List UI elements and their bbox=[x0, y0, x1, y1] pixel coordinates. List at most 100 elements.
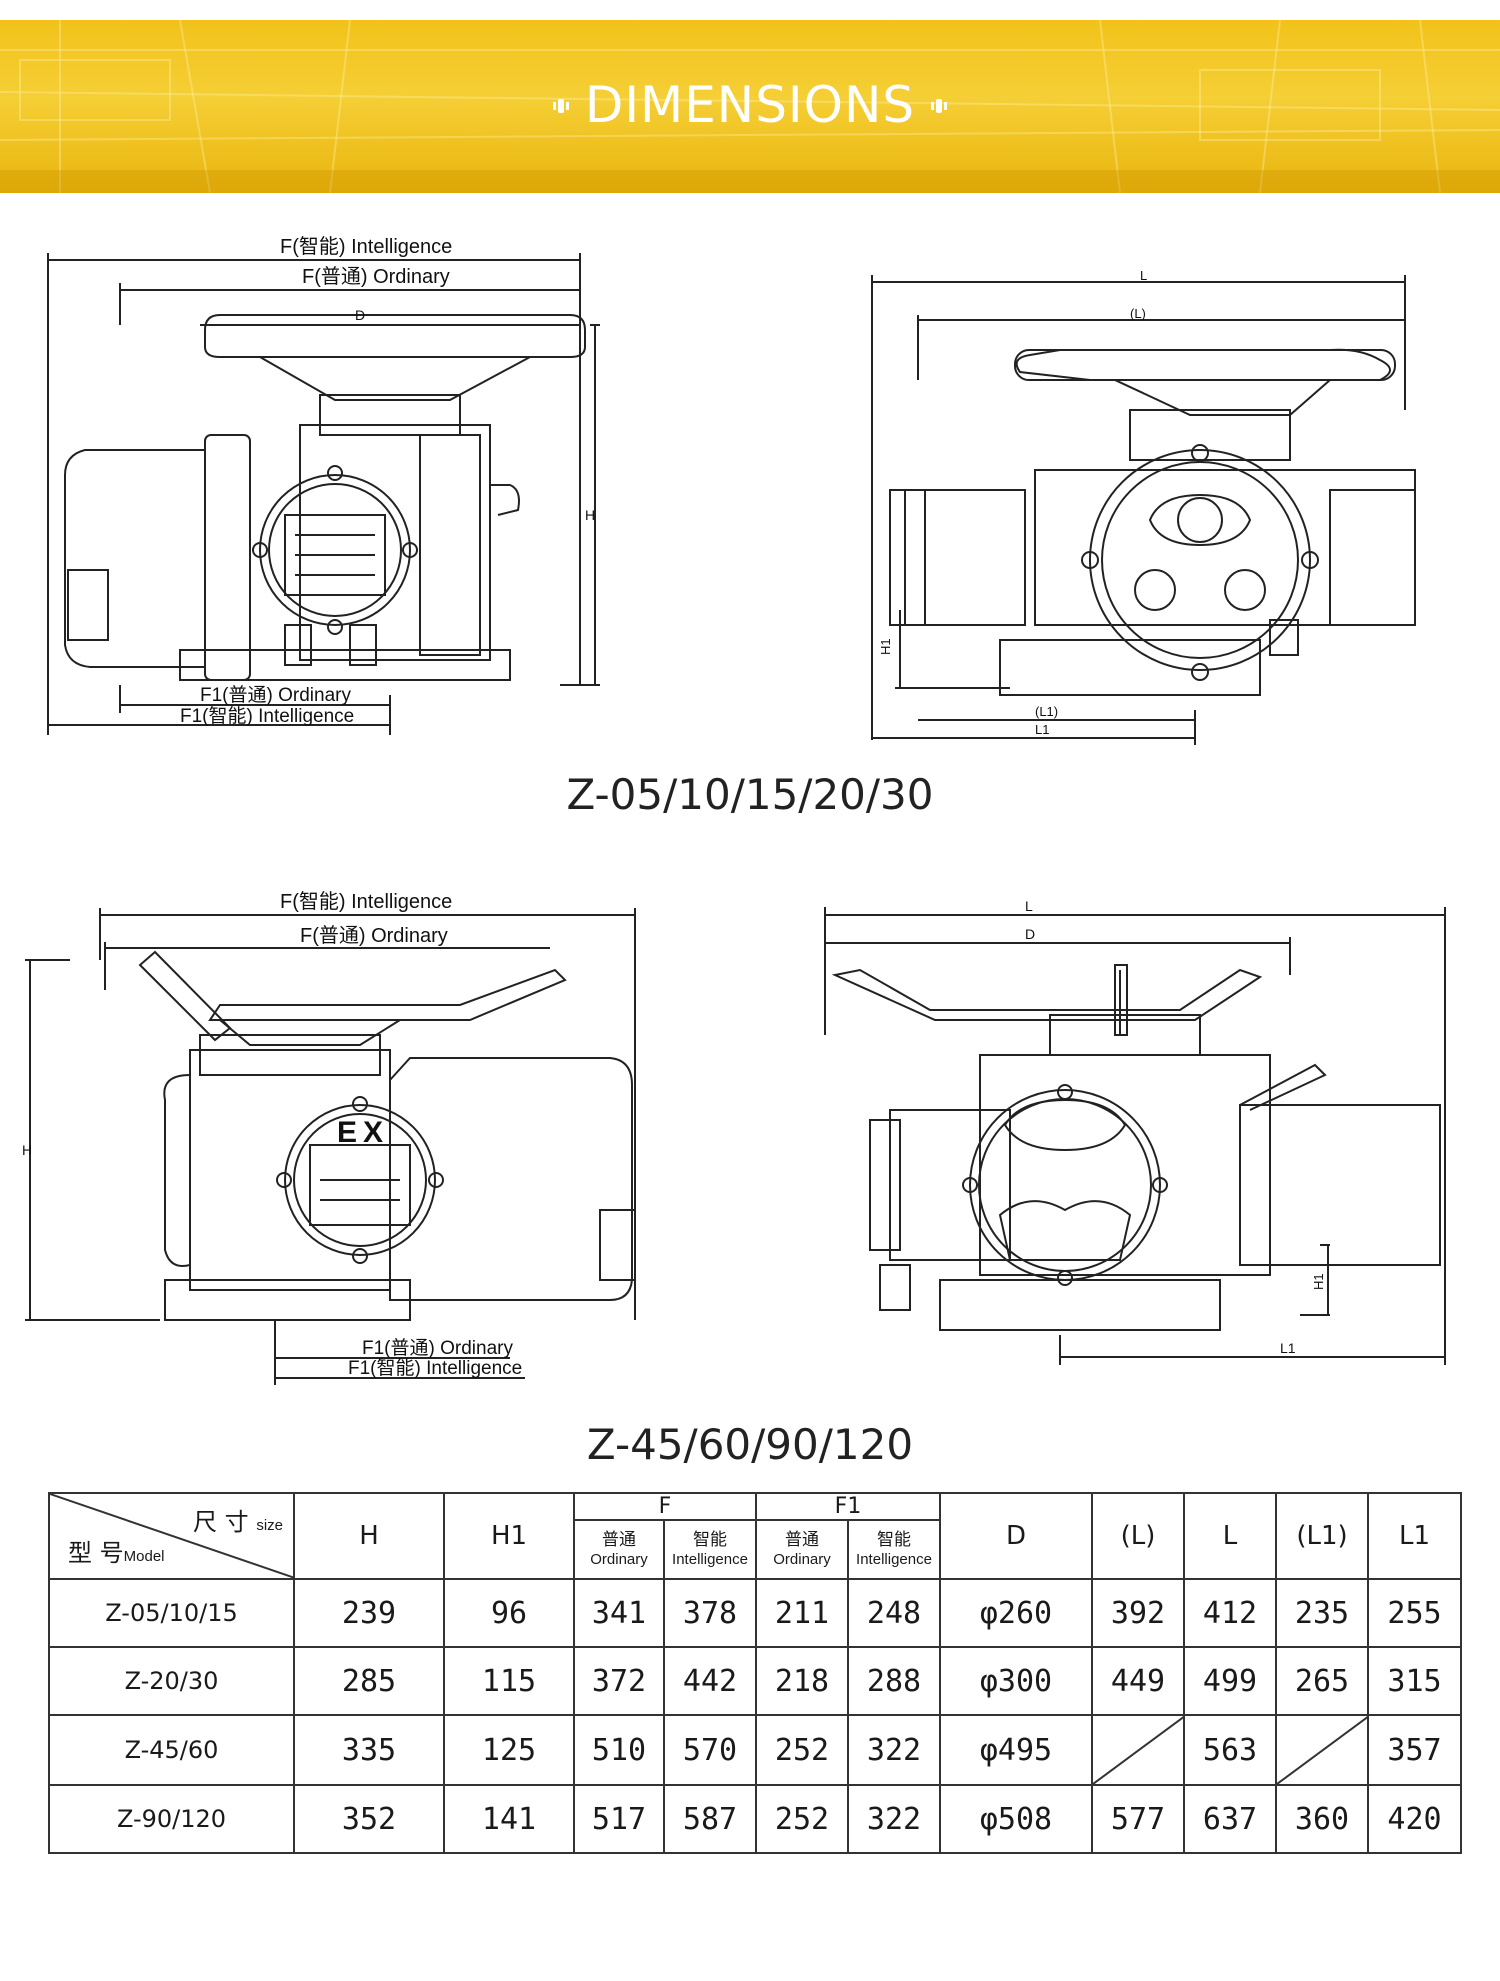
cell-h1: 125 bbox=[443, 1714, 575, 1786]
cell-l-paren-empty bbox=[1091, 1714, 1185, 1786]
cell-l1: 315 bbox=[1367, 1646, 1462, 1716]
cell-d: φ300 bbox=[939, 1646, 1093, 1716]
cell-f-ordinary: 372 bbox=[573, 1646, 665, 1716]
label-f-ordinary: F(普通) Ordinary bbox=[302, 265, 450, 288]
caption-bottom-models: Z-45/60/90/120 bbox=[586, 1420, 914, 1469]
label-l1: L1 bbox=[1280, 1340, 1296, 1356]
table-corner-header: 尺 寸 size 型 号Model bbox=[48, 1492, 295, 1580]
label-f1-ordinary: F1(普通) Ordinary bbox=[200, 684, 351, 706]
cell-d: φ260 bbox=[939, 1578, 1093, 1648]
table-row: Z-45/60 335 125 510 570 252 322 φ495 563… bbox=[48, 1714, 1462, 1786]
cell-f1-intelligence: 322 bbox=[847, 1714, 941, 1786]
header-l-paren: (L) bbox=[1091, 1492, 1185, 1580]
cell-l1: 255 bbox=[1367, 1578, 1462, 1648]
cell-l: 637 bbox=[1183, 1784, 1277, 1854]
cell-l: 412 bbox=[1183, 1578, 1277, 1648]
label-l1-paren: (L1) bbox=[1035, 704, 1058, 719]
banner-title: DIMENSIONS bbox=[0, 76, 1500, 134]
cell-h: 352 bbox=[293, 1784, 445, 1854]
label-f-intelligence: F(智能) Intelligence bbox=[280, 890, 452, 913]
label-f1-intelligence: F1(智能) Intelligence bbox=[180, 705, 354, 727]
cell-h1: 96 bbox=[443, 1578, 575, 1648]
label-h1: H1 bbox=[878, 638, 893, 655]
header-h1: H1 bbox=[443, 1492, 575, 1580]
empty-cell-diagonal bbox=[1277, 1716, 1369, 1784]
label-l: L bbox=[1025, 898, 1033, 914]
cell-h1: 141 bbox=[443, 1784, 575, 1854]
cell-d: φ508 bbox=[939, 1784, 1093, 1854]
label-ex: EX bbox=[337, 1116, 389, 1149]
cell-h1: 115 bbox=[443, 1646, 575, 1716]
cell-l-paren: 449 bbox=[1091, 1646, 1185, 1716]
cell-f-intelligence: 587 bbox=[663, 1784, 757, 1854]
top-side-view-drawing: F(智能) Intelligence F(普通) Ordinary D H F1… bbox=[47, 235, 600, 735]
label-l: L bbox=[1140, 270, 1147, 283]
cell-h: 239 bbox=[293, 1578, 445, 1648]
corner-size-label: 尺 寸 size bbox=[193, 1508, 283, 1536]
cell-f1-intelligence: 248 bbox=[847, 1578, 941, 1648]
label-l1: L1 bbox=[1035, 722, 1049, 737]
label-f-intelligence: F(智能) Intelligence bbox=[280, 235, 452, 258]
cell-f1-intelligence: 322 bbox=[847, 1784, 941, 1854]
cell-l: 563 bbox=[1183, 1714, 1277, 1786]
left-ornament-icon bbox=[552, 98, 569, 113]
empty-cell-diagonal bbox=[1093, 1716, 1185, 1784]
label-f1-ordinary: F1(普通) Ordinary bbox=[362, 1337, 513, 1359]
cell-f1-ordinary: 211 bbox=[755, 1578, 849, 1648]
header-l1-paren: (L1) bbox=[1275, 1492, 1369, 1580]
label-d: D bbox=[355, 307, 365, 323]
cell-l1: 357 bbox=[1367, 1714, 1462, 1786]
cell-f1-intelligence: 288 bbox=[847, 1646, 941, 1716]
table-row: Z-90/120 352 141 517 587 252 322 φ508 57… bbox=[48, 1784, 1462, 1854]
label-f1-intelligence: F1(智能) Intelligence bbox=[348, 1357, 522, 1379]
cell-f-ordinary: 341 bbox=[573, 1578, 665, 1648]
label-f-ordinary: F(普通) Ordinary bbox=[300, 924, 448, 947]
cell-f1-ordinary: 252 bbox=[755, 1714, 849, 1786]
cell-l1-paren: 360 bbox=[1275, 1784, 1369, 1854]
top-front-view-drawing: L (L) H1 (L1) L1 bbox=[871, 270, 1416, 745]
cell-f1-ordinary: 252 bbox=[755, 1784, 849, 1854]
cell-l1-paren-empty bbox=[1275, 1714, 1369, 1786]
cell-d: φ495 bbox=[939, 1714, 1093, 1786]
cell-model: Z-45/60 bbox=[48, 1714, 295, 1786]
table-row: Z-20/30 285 115 372 442 218 288 φ300 449… bbox=[48, 1646, 1462, 1716]
cell-l1-paren: 265 bbox=[1275, 1646, 1369, 1716]
corner-model-label: 型 号Model bbox=[68, 1539, 165, 1567]
table-row: Z-05/10/15 239 96 341 378 211 248 φ260 3… bbox=[48, 1578, 1462, 1648]
header-d: D bbox=[939, 1492, 1093, 1580]
label-h: H bbox=[22, 1142, 32, 1158]
cell-model: Z-90/120 bbox=[48, 1784, 295, 1854]
caption-top-models: Z-05/10/15/20/30 bbox=[566, 770, 934, 819]
dimensions-table: 尺 寸 size 型 号Model H H1 F F1 D (L) L (L1)… bbox=[48, 1491, 1462, 1854]
cell-f-ordinary: 517 bbox=[573, 1784, 665, 1854]
cell-h: 335 bbox=[293, 1714, 445, 1786]
banner-background-pattern bbox=[0, 20, 1500, 193]
banner-title-text: DIMENSIONS bbox=[584, 76, 916, 134]
cell-f-intelligence: 378 bbox=[663, 1578, 757, 1648]
label-d: D bbox=[1025, 926, 1035, 942]
label-l-paren: (L) bbox=[1130, 306, 1146, 321]
cell-f-intelligence: 570 bbox=[663, 1714, 757, 1786]
cell-l-paren: 392 bbox=[1091, 1578, 1185, 1648]
right-ornament-icon bbox=[931, 98, 948, 113]
bottom-side-view-drawing: F(智能) Intelligence F(普通) Ordinary H EX F… bbox=[22, 890, 636, 1385]
cell-l-paren: 577 bbox=[1091, 1784, 1185, 1854]
header-h: H bbox=[293, 1492, 445, 1580]
cell-l1: 420 bbox=[1367, 1784, 1462, 1854]
label-h1: H1 bbox=[1311, 1273, 1326, 1290]
cell-h: 285 bbox=[293, 1646, 445, 1716]
bottom-front-view-drawing: L D H1 L1 bbox=[824, 898, 1446, 1365]
cell-f-intelligence: 442 bbox=[663, 1646, 757, 1716]
dimensions-banner: DIMENSIONS bbox=[0, 20, 1500, 193]
cell-f-ordinary: 510 bbox=[573, 1714, 665, 1786]
header-f1: F1 bbox=[755, 1491, 941, 1522]
cell-model: Z-05/10/15 bbox=[48, 1578, 295, 1648]
header-l: L bbox=[1183, 1492, 1277, 1580]
cell-l: 499 bbox=[1183, 1646, 1277, 1716]
label-h: H bbox=[585, 507, 595, 523]
cell-f1-ordinary: 218 bbox=[755, 1646, 849, 1716]
